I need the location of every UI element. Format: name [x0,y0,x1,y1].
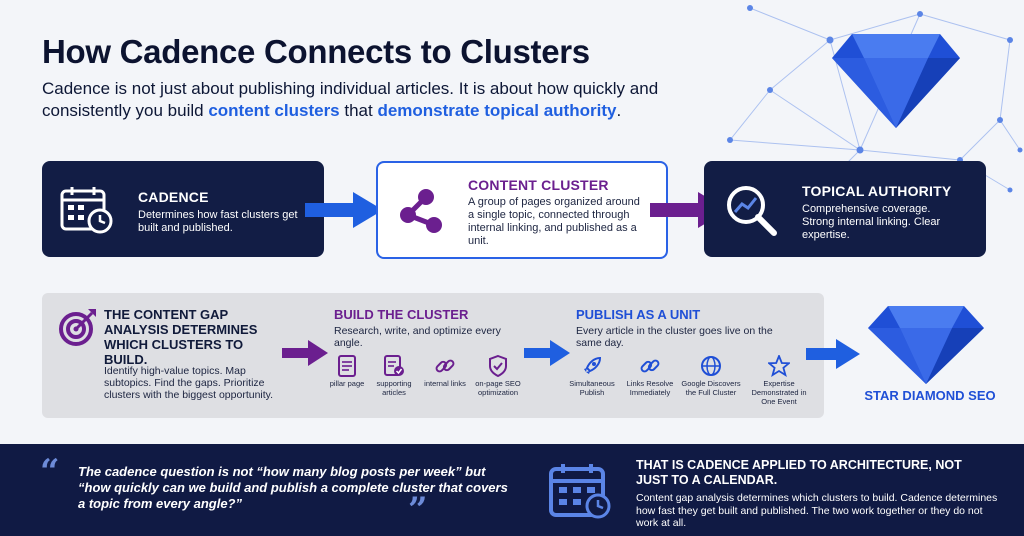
intro-text-mid: that [339,101,378,120]
content-cluster-card-title: CONTENT CLUSTER [468,177,609,193]
expertise-demonstrated-item: Expertise Demonstrated in One Event [744,355,814,406]
calendar-icon [549,464,611,519]
cadence-card: CADENCE Determines how fast clusters get… [42,161,324,257]
intro-text-end: . [616,101,622,120]
arrow-right-icon [305,192,383,228]
internal-links-label: internal links [424,379,466,388]
web-icon [701,356,721,376]
build-cluster-text: Research, write, and optimize every angl… [334,325,501,349]
links-resolve-label: Links Resolve Immediately [626,379,674,397]
internal-links-item: internal links [424,355,466,388]
star-icon [768,355,790,377]
gap-analysis-title: THE CONTENT GAP ANALYSIS DETERMINES WHIC… [104,307,258,367]
expertise-demonstrated-label: Expertise Demonstrated in One Event [751,379,807,406]
process-panel: THE CONTENT GAP ANALYSIS DETERMINES WHIC… [42,293,824,418]
pillar-page-label: pillar page [329,379,365,388]
onpage-seo-item: on-page SEO optimization [470,355,526,397]
google-discovers-label: Google Discovers the Full Cluster [681,379,741,397]
topical-authority-card-title: TOPICAL AUTHORITY [802,183,952,199]
link-icon [435,359,455,373]
publish-unit-title: PUBLISH AS A UNIT [576,307,701,322]
google-discovers-item: Google Discovers the Full Cluster [680,355,742,397]
cadence-quote: The cadence question is not “how many bl… [78,464,508,511]
document-icon [338,355,356,377]
topical-authority-card-text: Comprehensive coverage. Strong internal … [802,203,941,241]
close-quote-icon: ” [408,490,428,530]
target-icon [59,309,96,346]
intro-text: Cadence is not just about publishing ind… [42,79,659,120]
arrow-right-icon [806,339,860,369]
open-quote-icon: “ [40,452,60,492]
simultaneous-publish-item: Simultaneous Publish [562,355,622,397]
intro-highlight-authority: demonstrate topical authority [377,101,617,120]
diamond-icon [868,306,984,384]
share-nodes-icon [400,189,442,233]
bottom-title: THAT IS CADENCE APPLIED TO ARCHITECTURE,… [636,458,962,487]
supporting-articles-item: supporting articles [368,355,420,397]
topical-authority-card: TOPICAL AUTHORITY Comprehensive coverage… [704,161,986,257]
calendar-clock-icon [60,187,113,234]
content-cluster-card: CONTENT CLUSTER A group of pages organiz… [376,161,668,259]
cadence-card-text: Determines how fast clusters get built a… [138,209,298,234]
rocket-icon [584,356,602,374]
publish-unit-text: Every article in the cluster goes live o… [576,325,773,349]
arrow-right-icon [282,340,328,366]
diamond-icon [832,34,960,128]
simultaneous-publish-label: Simultaneous Publish [569,379,615,397]
bottom-text: Content gap analysis determines which cl… [636,492,998,529]
gap-analysis-text: Identify high-value topics. Map subtopic… [104,365,274,401]
magnifier-chart-icon [727,186,777,236]
intro-highlight-clusters: content clusters [208,101,340,120]
bottom-banner: “ The cadence question is not “how many … [0,444,1024,536]
cadence-card-title: CADENCE [138,189,209,205]
page-title: How Cadence Connects to Clusters [42,33,590,70]
link-icon [640,359,660,373]
onpage-seo-label: on-page SEO optimization [475,379,521,397]
build-cluster-title: BUILD THE CLUSTER [334,307,469,322]
shield-check-icon [489,355,507,377]
pillar-page-item: pillar page [326,355,368,388]
arrow-right-icon [524,340,570,366]
links-resolve-item: Links Resolve Immediately [622,355,678,397]
document-check-icon [384,355,404,376]
star-diamond-seo-label: STAR DIAMOND SEO [864,388,996,403]
intro-paragraph: Cadence is not just about publishing ind… [42,78,702,122]
content-cluster-card-text: A group of pages organized around a sing… [468,196,640,247]
supporting-articles-label: supporting articles [376,379,412,397]
